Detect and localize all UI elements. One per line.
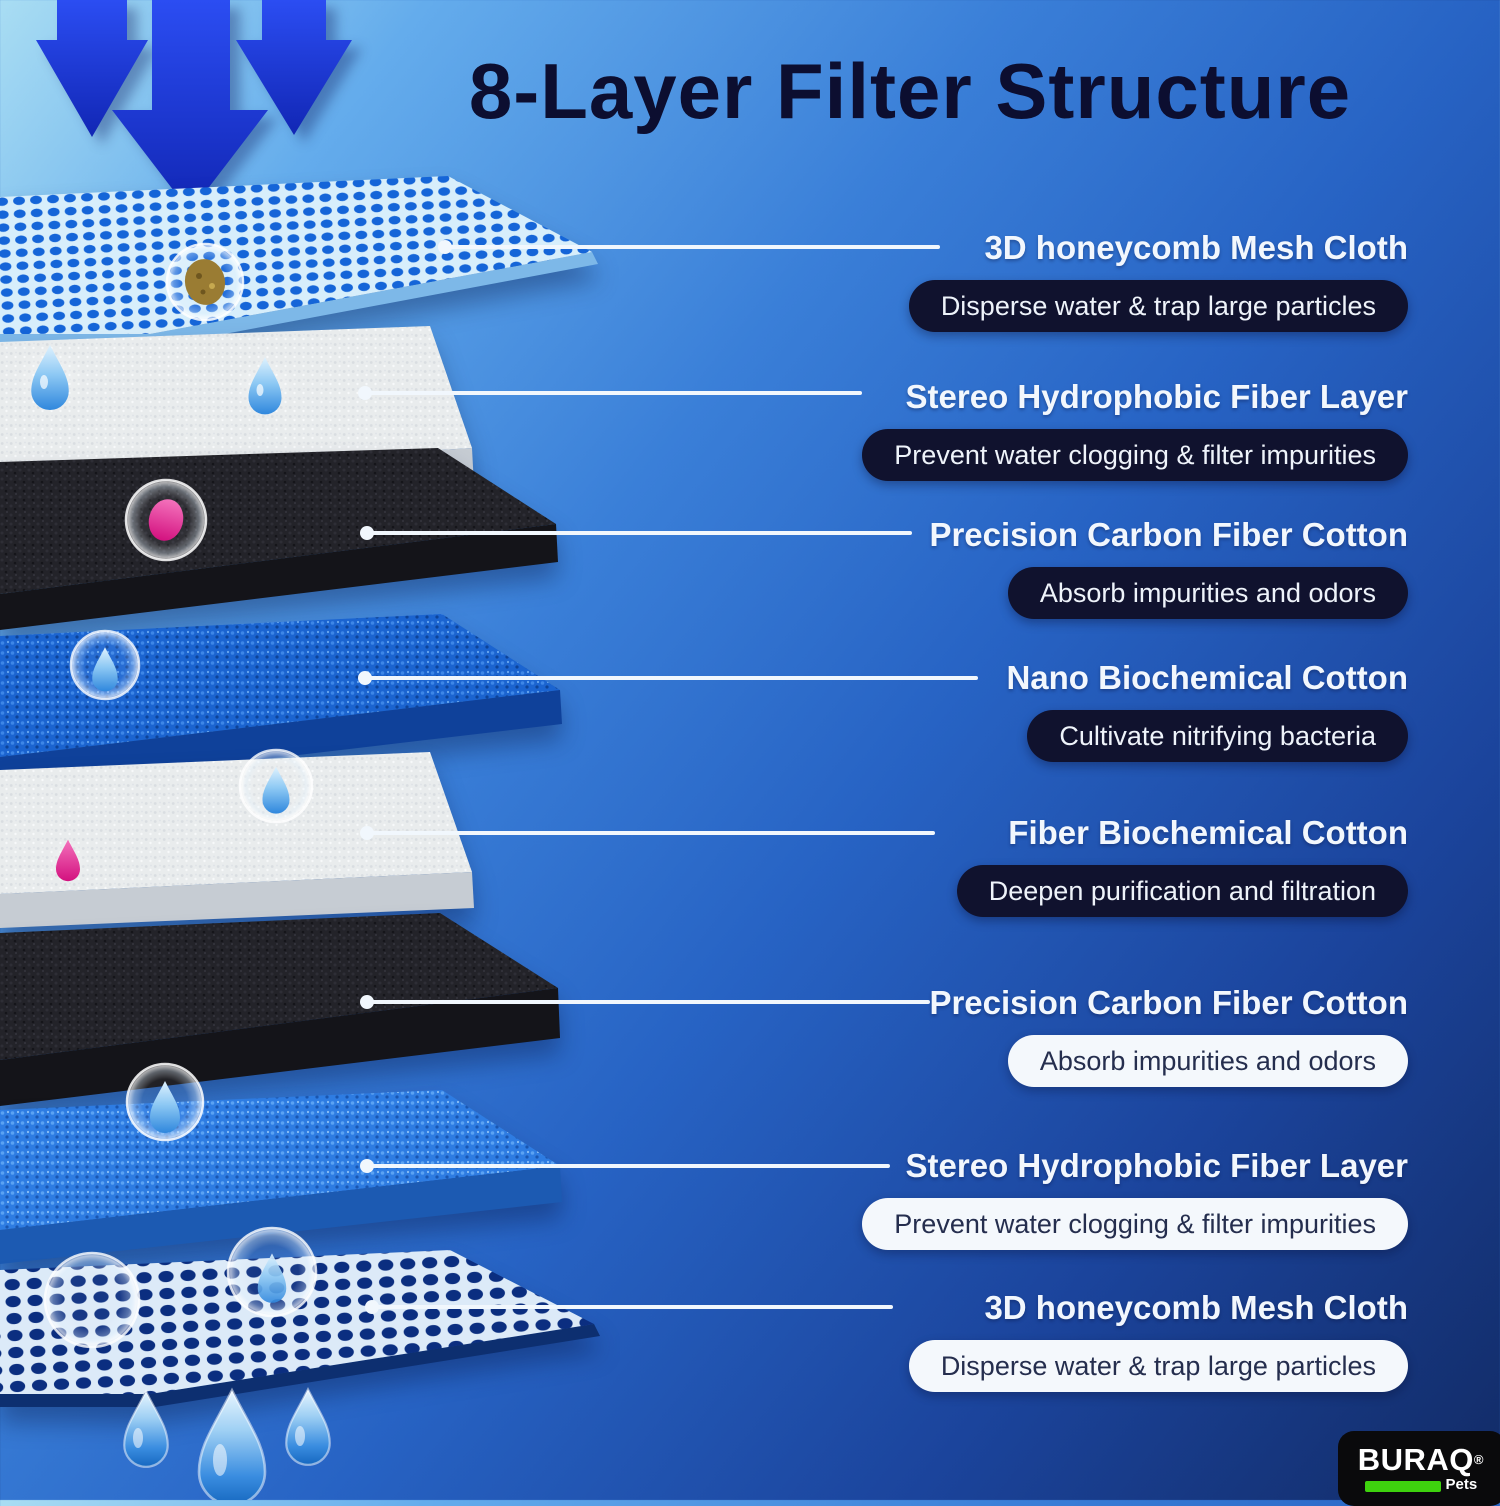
brand-subline: Pets [1364,1476,1478,1493]
layer-slab-5-white-fiber [0,752,474,928]
water-drop-icon [16,345,84,414]
pink-impurity-drop [46,839,90,884]
layer-description-pill: Disperse water & trap large particles [908,1340,1408,1392]
bubble-with-drop [226,1226,318,1318]
layer-description-pill: Absorb impurities and odors [1007,1035,1408,1087]
down-arrow-icon [36,0,148,137]
connector-line-4 [358,671,978,685]
layer-name: 3D honeycomb Mesh Cloth [984,229,1408,266]
bubble-icon [43,1251,141,1349]
layer-slab-3-carbon-foam [0,448,558,630]
layer-description-pill: Disperse water & trap large particles [908,280,1408,332]
connector-line-1 [438,240,940,254]
connector-line-2 [358,386,862,400]
trapped-impurity-bubble [124,478,208,562]
connector-line-8 [365,1300,893,1314]
layer-description: Prevent water clogging & filter impuriti… [894,440,1376,470]
callout-layer-6: Precision Carbon Fiber Cotton Absorb imp… [929,983,1408,1087]
layer-description-pill: Cultivate nitrifying bacteria [1027,710,1408,762]
layer-name: Stereo Hydrophobic Fiber Layer [905,1147,1408,1184]
registered-mark-icon: ® [1473,1452,1484,1467]
layer-description-pill: Absorb impurities and odors [1007,567,1408,619]
brand-sub-text: Pets [1445,1476,1478,1493]
callout-layer-1: 3D honeycomb Mesh Cloth Disperse water &… [908,228,1408,332]
bubble-with-drop [238,748,314,824]
layer-description: Deepen purification and filtration [988,876,1376,906]
layer-description: Prevent water clogging & filter impuriti… [894,1209,1376,1239]
filter-stack-illustration [0,0,600,1500]
connector-line-3 [360,526,912,540]
down-arrow-icon [236,0,352,135]
connector-line-7 [360,1159,890,1173]
layer-slab-1-honeycomb-mesh [0,176,598,347]
trapped-particle-bubble [165,242,245,322]
dripping-water-drops [123,1388,331,1500]
layer-description-pill: Prevent water clogging & filter impuriti… [862,1198,1408,1250]
layer-description: Absorb impurities and odors [1039,1046,1376,1076]
connector-line-5 [360,826,935,840]
layer-description: Cultivate nitrifying bacteria [1059,721,1376,751]
callout-layer-5: Fiber Biochemical Cotton Deepen purifica… [956,813,1408,917]
layer-name: 3D honeycomb Mesh Cloth [984,1289,1408,1326]
layer-slab-8-honeycomb-mesh [0,1250,600,1407]
page-title: 8-Layer Filter Structure [468,47,1352,135]
layer-name: Precision Carbon Fiber Cotton [929,984,1408,1021]
down-arrow-icon [112,0,268,212]
callout-layer-8: 3D honeycomb Mesh Cloth Disperse water &… [908,1288,1408,1392]
callout-layer-3: Precision Carbon Fiber Cotton Absorb imp… [929,515,1408,619]
layer-name: Fiber Biochemical Cotton [1008,814,1408,851]
bubble-with-drop [125,1062,205,1142]
callout-layer-2: Stereo Hydrophobic Fiber Layer Prevent w… [862,377,1408,481]
layer-name: Stereo Hydrophobic Fiber Layer [905,378,1408,415]
layer-description: Disperse water & trap large particles [940,291,1376,321]
layer-description: Disperse water & trap large particles [940,1351,1376,1381]
water-drop-icon [235,357,295,418]
layer-name: Nano Biochemical Cotton [1006,659,1408,696]
brand-logo: BURAQ® Pets [1337,1431,1500,1506]
logo-green-bar [1364,1481,1441,1492]
layer-description-pill: Deepen purification and filtration [956,865,1408,917]
callout-layer-7: Stereo Hydrophobic Fiber Layer Prevent w… [862,1146,1408,1250]
down-arrows-icon [36,0,352,212]
callout-layer-4: Nano Biochemical Cotton Cultivate nitrif… [1006,658,1408,762]
layer-description-pill: Prevent water clogging & filter impuriti… [862,429,1408,481]
brand-name: BURAQ® [1357,1442,1484,1477]
brand-name-text: BURAQ [1357,1442,1474,1477]
layer-slab-6-carbon-foam [0,913,560,1106]
layer-name: Precision Carbon Fiber Cotton [929,516,1408,553]
bubble-with-drop [69,629,141,701]
layer-description: Absorb impurities and odors [1039,578,1376,608]
connector-line-6 [360,995,930,1009]
